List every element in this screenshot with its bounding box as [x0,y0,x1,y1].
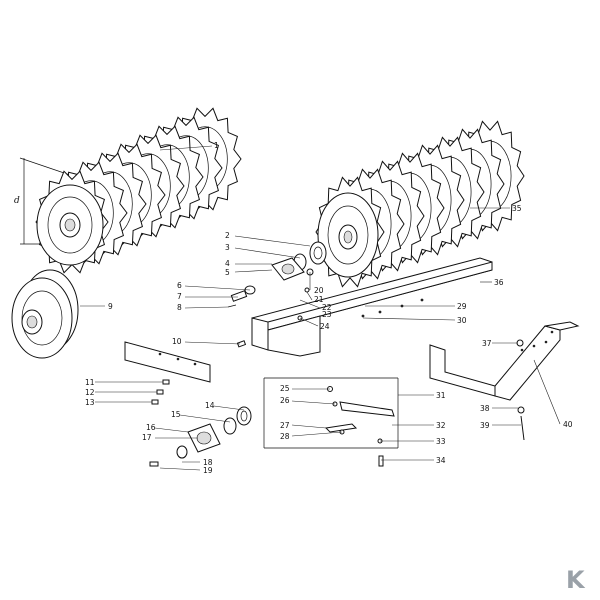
callout-18: 18 [203,458,213,467]
callout-34: 34 [436,456,446,465]
callout-7: 7 [177,292,182,301]
callout-19: 19 [203,466,213,475]
callout-11: 11 [85,378,95,387]
callout-16: 16 [146,423,156,432]
callout-3: 3 [225,243,230,252]
cutter-roller-right [315,120,525,288]
callout-2: 2 [225,231,230,240]
callout-1: 1 [214,141,219,150]
callout-33: 33 [436,437,446,446]
callout-28: 28 [280,432,290,441]
callout-23: 23 [322,310,332,319]
bracket [429,321,580,401]
callout-14: 14 [205,401,215,410]
callout-24: 24 [320,322,330,331]
small-parts-6-8 [227,285,256,308]
callout-29: 29 [457,302,467,311]
callout-15: 15 [171,410,181,419]
brand-logo-mark: K [566,566,586,594]
leader-lines [80,145,561,471]
callout-20: 20 [314,286,324,295]
callout-10: 10 [172,337,182,346]
callout-26: 26 [280,396,290,405]
pulley-disc [11,269,79,359]
callout-36: 36 [494,278,504,287]
callout-21: 21 [314,295,324,304]
cutter-roller-left: d [14,107,242,274]
callout-32: 32 [436,421,446,430]
callout-12: 12 [85,388,95,397]
callout-35: 35 [512,204,522,213]
callout-6: 6 [177,281,182,290]
part-number-callouts: 1 2 3 4 5 6 7 8 9 10 11 12 13 14 15 16 1… [85,141,573,475]
callout-30: 30 [457,316,467,325]
side-plate [124,341,211,383]
callout-27: 27 [280,421,290,430]
frame-bar [251,257,493,357]
callout-5: 5 [225,268,230,277]
callout-9: 9 [108,302,113,311]
bearing-unit-lower [149,406,252,467]
callout-25: 25 [280,384,290,393]
callout-37: 37 [482,339,492,348]
callout-4: 4 [225,259,230,268]
callout-40: 40 [563,420,573,429]
callout-31: 31 [436,391,446,400]
callout-17: 17 [142,433,152,442]
brand-logo: K [566,566,586,594]
dimension-label-d: d [14,196,20,206]
bearing-unit-upper [271,241,327,321]
callout-13: 13 [85,398,95,407]
callout-8: 8 [177,303,182,312]
callout-38: 38 [480,404,490,413]
callout-39: 39 [480,421,490,430]
callout-22: 22 [322,303,332,312]
